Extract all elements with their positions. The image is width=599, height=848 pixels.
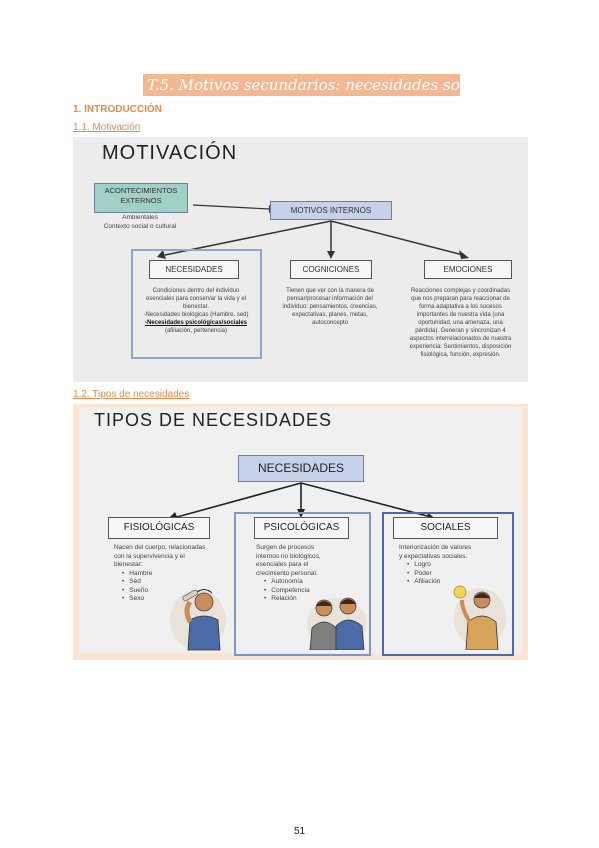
needs-frame xyxy=(131,249,262,359)
external-events-label-line2: EXTERNOS xyxy=(120,196,162,205)
psychological-frame xyxy=(234,512,371,656)
emotions-desc-line: oportunidad, una amenaza, una xyxy=(418,320,503,326)
cognitions-desc-line: autoconcepto xyxy=(311,320,349,326)
motivation-title: MOTIVACIÓN xyxy=(102,142,238,164)
emotions-desc-line: forma adaptativa a los sucesos xyxy=(419,304,502,310)
external-events-label-line1: ACONTECIMIENTOS xyxy=(104,186,178,195)
needs-desc-line: Condiciones dentro del individuo xyxy=(152,288,240,294)
external-events-desc-line1: Ambientales xyxy=(122,214,158,221)
two-friends-illustration xyxy=(307,597,367,650)
needs-description: Condiciones dentro del individuo esencia… xyxy=(134,287,258,335)
emotions-desc-line: Reacciones complejas y coordinadas xyxy=(410,288,511,294)
social-desc-line: y expectativas sociales. xyxy=(399,552,468,560)
list-item: Sexo xyxy=(122,595,244,604)
section-heading-introduccion: 1. INTRODUCCIÓN xyxy=(73,104,162,115)
needs-desc-line: -Necesidades psicológicas/sociales xyxy=(144,320,248,326)
list-item: Sueño xyxy=(122,587,244,596)
psychological-list: Autonomía Competencia Relación xyxy=(256,578,361,604)
needs-box: NECESIDADES xyxy=(149,260,239,279)
list-item: Sed xyxy=(122,578,244,587)
internal-motives-box: MOTIVOS INTERNOS xyxy=(270,201,392,220)
external-events-box: ACONTECIMIENTOS EXTERNOS xyxy=(94,183,188,213)
emotions-description: Reacciones complejas y coordinadas que n… xyxy=(398,287,523,359)
psychological-desc-line: internos no biológicos, xyxy=(256,552,321,560)
idea-person-illustration xyxy=(453,585,506,650)
external-events-description: Ambientales Contexto social o cultural xyxy=(90,213,190,231)
physiological-desc-line: con la supervivencia y el xyxy=(114,552,185,560)
needs-desc-line: (afiliación, pertenencia) xyxy=(164,328,228,334)
cognitions-box: COGNICIONES xyxy=(290,260,372,279)
needs-desc-line: -Necesidades biológicas (Hambre, sed) xyxy=(143,312,249,318)
physiological-desc-line: bienestar: xyxy=(114,561,143,568)
psychological-desc-line: esenciales para el xyxy=(256,561,309,568)
cognitions-desc-line: Tienen que ver con la manera de xyxy=(286,288,374,294)
physiological-list: Hambre Sed Sueño Sexo xyxy=(114,570,244,604)
list-item: Relación xyxy=(264,595,361,604)
social-description: Interiorización de valores y expectativa… xyxy=(399,544,504,587)
cognitions-desc-line: pensar/procesar información del xyxy=(287,296,373,302)
drinking-person-illustration xyxy=(170,589,226,651)
needs-desc-line: bienestar. xyxy=(182,304,210,310)
external-events-desc-line2: Contexto social o cultural xyxy=(103,223,177,230)
cognitions-description: Tienen que ver con la manera de pensar/p… xyxy=(270,287,390,327)
document-title: T.5. Motivos secundarios: necesidades so… xyxy=(143,74,460,96)
list-item: Hambre xyxy=(122,570,244,579)
social-desc-line: Interiorización de valores xyxy=(399,544,472,551)
physiological-description: Nacen del cuerpo, relacionadas con la su… xyxy=(114,544,244,604)
cognitions-desc-line: individuo: pensamientos, creencias, xyxy=(282,304,378,310)
emotions-desc-line: aspectos interrelacionados de nuestra xyxy=(409,336,512,342)
emotions-desc-line: pérdida). Generan y sincronizan 4 xyxy=(415,328,506,334)
motivation-diagram xyxy=(73,137,528,382)
emotions-desc-line: experiencia: Sentimientos, disposición xyxy=(409,344,512,350)
needs-types-title: TIPOS DE NECESIDADES xyxy=(94,410,333,430)
physiological-box: FISIOLÓGICAS xyxy=(108,517,210,539)
section-heading-tipos: 1.2. Tipos de necesidades xyxy=(73,389,190,400)
list-item: Autonomía xyxy=(264,578,361,587)
list-item: Competencia xyxy=(264,587,361,596)
needs-root-box: NECESIDADES xyxy=(238,455,364,482)
physiological-desc-line: Nacen del cuerpo, relacionadas xyxy=(114,544,206,551)
page-number: 51 xyxy=(293,826,306,837)
list-item: Poder xyxy=(407,570,504,579)
emotions-desc-line: fisiológica, función, expresión. xyxy=(420,352,501,358)
section-heading-motivacion: 1.1. Motivación xyxy=(73,122,141,133)
psychological-desc-line: Surgen de procesos xyxy=(256,544,315,551)
social-frame xyxy=(382,512,514,656)
emotions-box: EMOCIONES xyxy=(424,260,512,279)
social-box: SOCIALES xyxy=(393,517,498,539)
emotions-desc-line: que nos preparan para reaccionar de xyxy=(411,296,510,302)
cognitions-desc-line: expectativas, planes, metas, xyxy=(292,312,368,318)
psychological-box: PSICOLÓGICAS xyxy=(254,517,349,539)
list-item: Afiliación xyxy=(407,578,504,587)
needs-desc-line: esenciales para conservar la vida y el xyxy=(145,296,247,302)
list-item: Logro xyxy=(407,561,504,570)
social-list: Logro Poder Afiliación xyxy=(399,561,504,587)
psychological-desc-line: crecimiento personal. xyxy=(256,569,318,577)
emotions-desc-line: importantes de nuestra vida (una xyxy=(416,312,505,318)
psychological-description: Surgen de procesos internos no biológico… xyxy=(256,544,361,604)
needs-types-diagram-connectors xyxy=(167,482,437,521)
